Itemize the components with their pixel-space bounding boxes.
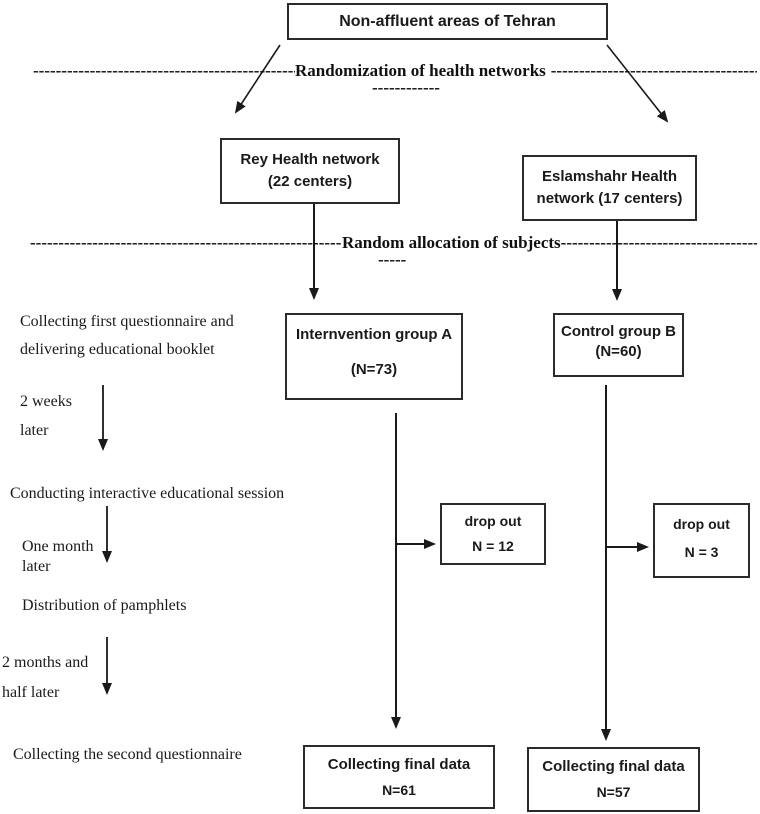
timeline-interval-one-month-later: later (22, 558, 51, 575)
final-data-a-box: Collecting final data N=61 (303, 745, 495, 809)
dropout-b-n: N = 3 (684, 544, 719, 560)
timeline-step-second-questionnaire: Collecting the second questionnaire (13, 746, 242, 763)
title-box-label: Non-affluent areas of Tehran (339, 12, 556, 30)
dropout-b-label: drop out (673, 516, 730, 532)
timeline-text: Collecting first questionnaire and (20, 313, 234, 330)
control-group-n: (N=60) (595, 343, 642, 360)
final-data-a-n: N=61 (382, 782, 416, 798)
arrow-title-to-eslamshahr (606, 44, 669, 123)
timeline-interval-2-weeks-later: later (20, 422, 49, 439)
divider-dashes: ----------------------------------------… (33, 61, 295, 80)
final-data-b-n: N=57 (596, 784, 631, 800)
intervention-group-n: (N=73) (350, 361, 398, 378)
dropout-a-box: drop out N = 12 (440, 503, 546, 565)
divider-dashes: ----------------------------------------… (30, 233, 342, 252)
timeline-interval-2-months: 2 months and (2, 654, 89, 671)
timeline-step-educational-session: Conducting interactive educational sessi… (10, 485, 285, 502)
allocation-divider-subdashes: ----- (378, 250, 407, 269)
allocation-divider-label: Random allocation of subjects (342, 233, 561, 252)
dropout-a-n: N = 12 (472, 538, 514, 554)
control-group-label: Control group B (561, 323, 676, 340)
allocation-divider: ----------------------------------------… (30, 233, 757, 253)
timeline-step-first-questionnaire: Collecting first questionnaire and deliv… (20, 308, 234, 364)
control-group-box: Control group B (N=60) (553, 313, 684, 377)
randomization-divider-label: Randomization of health networks (295, 61, 546, 80)
divider-dashes: ----------------------------------------… (560, 233, 757, 252)
timeline-step-pamphlets: Distribution of pamphlets (22, 597, 187, 614)
rey-network-label: Rey Health network (22 centers) (240, 151, 380, 190)
randomization-divider-subdashes: ------------ (372, 78, 440, 97)
randomization-divider: ----------------------------------------… (33, 61, 757, 81)
timeline-interval-2-months-later: half later (2, 684, 60, 701)
dropout-a-label: drop out (464, 513, 522, 529)
final-data-b-label: Collecting final data (542, 758, 685, 775)
eslamshahr-network-label: Eslamshahr Health network (17 centers) (536, 168, 683, 207)
timeline-text: delivering educational booklet (20, 341, 215, 358)
divider-dashes: ----------------------------------------… (550, 61, 757, 80)
timeline-interval-one-month: One month (22, 538, 94, 555)
dropout-b-box: drop out N = 3 (653, 503, 750, 578)
final-data-a-label: Collecting final data (327, 756, 471, 773)
eslamshahr-network-box: Eslamshahr Health network (17 centers) (522, 155, 697, 221)
title-box: Non-affluent areas of Tehran (287, 3, 608, 40)
timeline-interval-2-weeks: 2 weeks (20, 393, 72, 410)
intervention-group-box: Internvention group A (N=73) (285, 313, 463, 400)
intervention-group-label: Internvention group A (295, 326, 453, 343)
rey-network-box: Rey Health network (22 centers) (220, 138, 400, 204)
final-data-b-box: Collecting final data N=57 (527, 747, 700, 812)
